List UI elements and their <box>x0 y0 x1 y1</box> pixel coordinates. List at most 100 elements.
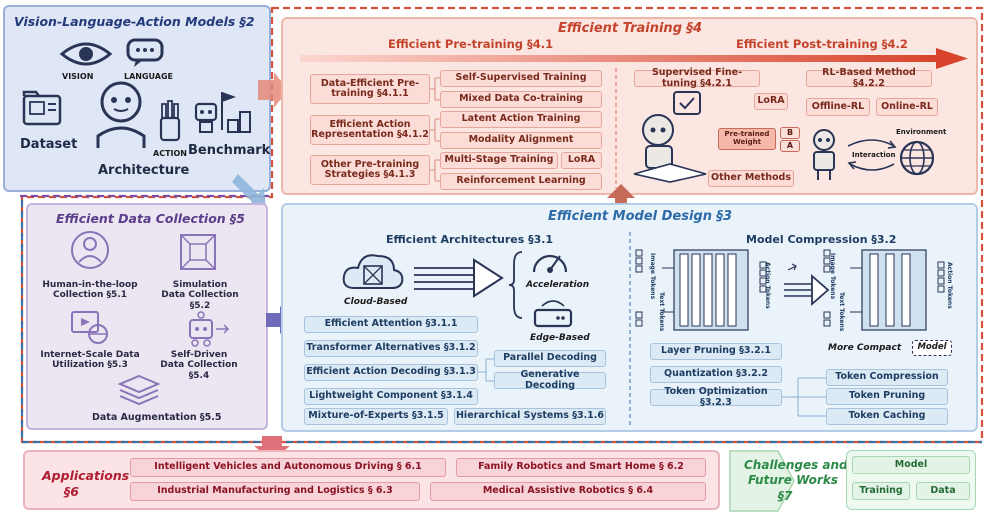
app-vehicles-chip: Intelligent Vehicles and Autonomous Driv… <box>130 458 446 477</box>
folder-icon <box>22 90 62 126</box>
applications-title: Applications <box>42 468 130 483</box>
app-family-robotics-chip: Family Robotics and Smart Home § 6.2 <box>456 458 706 477</box>
lora-b-box: B <box>780 127 800 139</box>
compression-arrow <box>784 263 830 306</box>
data-item-simulation: Simulation Data Collection §5.2 <box>161 280 239 311</box>
lightweight-component-chip: Lightweight Component §3.1.4 <box>304 388 478 405</box>
compact-model-diagram <box>823 249 945 331</box>
mixture-of-experts-chip: Mixture-of-Experts §3.1.5 <box>304 408 448 425</box>
compression-title: Model Compression §3.2 <box>746 233 897 246</box>
image-tokens-label-right: Image Tokens <box>829 253 836 300</box>
robot-head-icon <box>96 81 146 148</box>
other-methods-chip: Other Methods <box>708 170 794 187</box>
edge-bracket <box>508 251 523 319</box>
model-design-title: Efficient Model Design §3 <box>548 209 733 224</box>
interaction-arrows <box>847 139 897 171</box>
offline-rl-chip: Offline-RL <box>806 98 870 116</box>
token-compression-chip: Token Compression <box>826 369 948 386</box>
pre-post-divider <box>615 68 617 188</box>
other-pretraining-strategies-chip: Other Pre-training Strategies §4.1.3 <box>310 155 430 185</box>
mixed-data-cotraining-chip: Mixed Data Co-training <box>440 91 602 108</box>
globe-icon <box>899 140 935 176</box>
robot-flag-icon <box>194 92 251 133</box>
supervised-finetuning-chip: Supervised Fine-tuning §4.2.1 <box>634 67 760 88</box>
token-caching-chip: Token Caching <box>826 408 948 425</box>
parallel-decoding-chip: Parallel Decoding <box>494 350 606 367</box>
self-driven-robot-icon <box>189 311 230 347</box>
lora-posttraining-chip: LoRA <box>754 93 788 110</box>
challenge-training-chip: Training <box>852 482 910 500</box>
robot-reading-icon <box>633 91 707 183</box>
cloud-to-edge-arrow <box>414 258 504 298</box>
eye-icon <box>59 42 113 66</box>
vla-to-model-arrow <box>232 174 266 210</box>
dataset-label: Dataset <box>20 137 78 152</box>
decoding-connector <box>478 358 494 382</box>
to-applications-arrow <box>254 436 290 461</box>
layer-pruning-chip: Layer Pruning §3.2.1 <box>650 343 782 360</box>
transformer-alternatives-chip: Transformer Alternatives §3.1.2 <box>304 340 478 357</box>
vla-title: Vision-Language-Action Models §2 <box>14 14 255 29</box>
pretraining-connectors <box>430 77 440 182</box>
training-title: Efficient Training §4 <box>558 21 703 36</box>
lora-pretraining-chip: LoRA <box>561 152 602 169</box>
full-model-diagram <box>635 249 767 331</box>
language-label: LANGUAGE <box>124 72 174 81</box>
text-tokens-label-right: Text Tokens <box>838 292 845 332</box>
challenges-title-line2: Future Works <box>748 473 838 487</box>
more-compact-label: More Compact <box>828 343 902 353</box>
efficient-action-representation-chip: Efficient Action Representation §4.1.2 <box>310 115 430 145</box>
text-tokens-label-left: Text Tokens <box>658 292 665 332</box>
environment-label: Environment <box>896 128 947 136</box>
token-optimization-chip: Token Optimization §3.2.3 <box>650 386 782 407</box>
speedometer-icon <box>532 254 568 273</box>
benchmark-label: Benchmark <box>188 143 271 158</box>
quantization-chip: Quantization §3.2.2 <box>650 366 782 383</box>
data-item-augmentation: Data Augmentation §5.5 <box>92 412 222 423</box>
data-collection-panel <box>26 203 268 430</box>
training-progress-arrow <box>300 48 968 69</box>
data-item-self-driven: Self-Driven Data Collection §5.4 <box>160 350 238 381</box>
architectures-title: Efficient Architectures §3.1 <box>386 233 554 246</box>
latent-action-training-chip: Latent Action Training <box>440 111 602 128</box>
human-in-loop-icon <box>71 231 109 269</box>
efficient-attention-chip: Efficient Attention §3.1.1 <box>304 316 478 333</box>
action-tokens-label-left: Action Tokens <box>764 262 771 309</box>
simulation-icon <box>180 234 216 270</box>
model-divider <box>629 232 631 428</box>
robot-hand-icon <box>159 100 181 142</box>
token-connector <box>782 377 826 417</box>
challenge-model-chip: Model <box>852 456 970 474</box>
vla-to-training-arrow <box>258 72 288 108</box>
internet-video-icon <box>71 311 108 344</box>
action-tokens-label-right: Action Tokens <box>946 262 953 309</box>
self-supervised-training-chip: Self-Supervised Training <box>440 70 602 87</box>
cloud-based-label: Cloud-Based <box>344 297 408 307</box>
pretrained-weight-box: Pre-trained Weight <box>718 128 776 150</box>
speech-bubble-icon <box>126 38 164 67</box>
rl-based-method-chip: RL-Based Method §4.2.2 <box>806 67 932 88</box>
data-item-internet: Internet-Scale Data Utilization §5.3 <box>40 350 140 371</box>
data-collection-title: Efficient Data Collection §5 <box>56 211 245 226</box>
multi-stage-training-chip: Multi-Stage Training <box>440 152 558 169</box>
app-industrial-chip: Industrial Manufacturing and Logistics §… <box>130 482 420 501</box>
layers-icon <box>117 374 161 406</box>
challenge-data-chip: Data <box>916 482 970 500</box>
applications-section: §6 <box>64 484 79 499</box>
vision-label: VISION <box>62 72 94 81</box>
data-item-human-loop: Human-in-the-loop Collection §5.1 <box>42 280 138 301</box>
challenges-arrow-shape <box>729 450 795 512</box>
pretraining-title: Efficient Pre-training §4.1 <box>388 37 554 51</box>
modality-alignment-chip: Modality Alignment <box>440 132 602 149</box>
hierarchical-systems-chip: Hierarchical Systems §3.1.6 <box>454 408 606 425</box>
robot-rl-icon <box>813 129 835 180</box>
reinforcement-learning-chip: Reinforcement Learning <box>440 173 602 190</box>
challenges-title-line3: §7 <box>778 489 793 503</box>
router-icon <box>533 300 573 328</box>
model-to-training-arrow <box>607 184 635 209</box>
lora-a-box: A <box>780 140 800 152</box>
edge-based-label: Edge-Based <box>530 333 590 343</box>
cloud-icon <box>342 254 404 289</box>
app-medical-chip: Medical Assistive Robotics § 6.4 <box>430 482 706 501</box>
image-tokens-label-left: Image Tokens <box>649 253 656 300</box>
